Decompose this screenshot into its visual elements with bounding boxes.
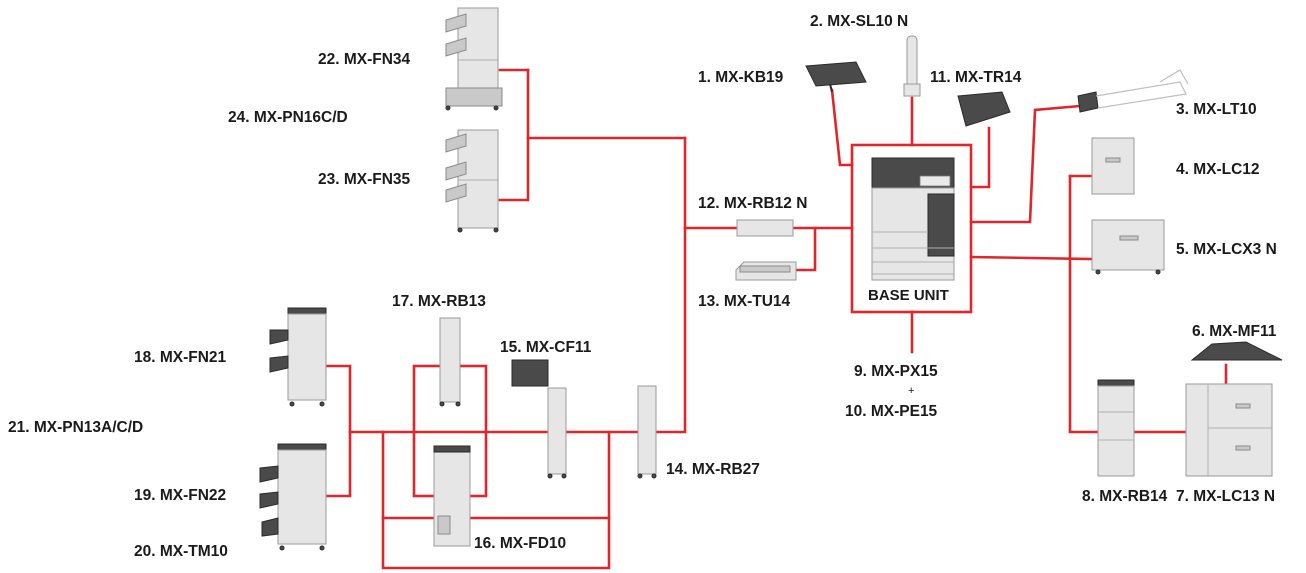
fn22-image	[259, 443, 327, 551]
sl10n-image	[903, 35, 921, 97]
fn35-image	[445, 129, 499, 233]
fn34-image	[445, 7, 503, 111]
label-pn13: 21. MX-PN13A/C/D	[8, 419, 143, 436]
label-sl10n: 2. MX-SL10 N	[810, 13, 908, 30]
labels: 1. MX-KB19 2. MX-SL10 N 3. MX-LT10 4. MX…	[8, 13, 1277, 560]
label-pe15: 10. MX-PE15	[845, 403, 938, 420]
label-pn16: 24. MX-PN16C/D	[228, 109, 348, 126]
line-tr14	[969, 126, 991, 189]
line-outer-loop	[381, 430, 611, 570]
line-lcx3n	[969, 255, 1094, 261]
fn21-image	[269, 307, 327, 407]
tr14-image	[957, 91, 1011, 127]
rb14-image	[1097, 379, 1135, 477]
lt10-image	[1077, 69, 1189, 113]
label-fn35: 23. MX-FN35	[318, 171, 411, 188]
mf11-image	[1190, 341, 1283, 361]
connector-lines	[324, 68, 1228, 570]
label-rb27: 14. MX-RB27	[666, 461, 760, 478]
device-illustrations	[259, 7, 1283, 551]
rb27-image	[637, 385, 657, 479]
label-cf11: 15. MX-CF11	[500, 339, 592, 356]
cf11-image	[511, 359, 567, 479]
label-base-unit: BASE UNIT	[868, 287, 949, 304]
base-unit-image	[871, 157, 955, 281]
label-px15: 9. MX-PX15	[854, 363, 938, 380]
fd10-image	[433, 445, 471, 547]
label-lt10: 3. MX-LT10	[1176, 101, 1257, 118]
label-fd10: 16. MX-FD10	[474, 535, 566, 552]
tu14-image	[735, 261, 797, 281]
label-tu14: 13. MX-TU14	[698, 293, 791, 310]
label-kb19: 1. MX-KB19	[698, 69, 784, 86]
line-fn21-fn22-bracket	[324, 364, 352, 498]
label-lc12: 4. MX-LC12	[1176, 161, 1260, 178]
label-rb14: 8. MX-RB14	[1082, 488, 1168, 505]
line-lt10	[969, 104, 1082, 224]
lcx3n-image	[1091, 219, 1165, 275]
label-lc13n: 7. MX-LC13 N	[1176, 488, 1275, 505]
label-tm10: 20. MX-TM10	[134, 543, 228, 560]
rb13-image	[439, 317, 461, 407]
rb12n-image	[736, 219, 794, 237]
label-lcx3n: 5. MX-LCX3 N	[1176, 241, 1277, 258]
line-tu14	[794, 226, 817, 272]
label-tr14: 11. MX-TR14	[930, 69, 1022, 86]
label-rb13: 17. MX-RB13	[392, 293, 486, 310]
label-fn34: 22. MX-FN34	[318, 51, 411, 68]
line-main-trunk	[653, 136, 687, 434]
label-fn21: 18. MX-FN21	[134, 349, 227, 366]
line-fn-bracket	[498, 68, 530, 202]
label-plus: +	[908, 385, 914, 397]
label-mf11: 6. MX-MF11	[1192, 323, 1277, 340]
label-fn22: 19. MX-FN22	[134, 487, 226, 504]
lc12-image	[1091, 137, 1135, 195]
line-kb19	[830, 88, 854, 167]
line-lc12-trunk	[1068, 174, 1102, 434]
label-rb12n: 12. MX-RB12 N	[698, 195, 807, 212]
lc13n-image	[1185, 383, 1273, 477]
kb19-image	[805, 61, 867, 93]
